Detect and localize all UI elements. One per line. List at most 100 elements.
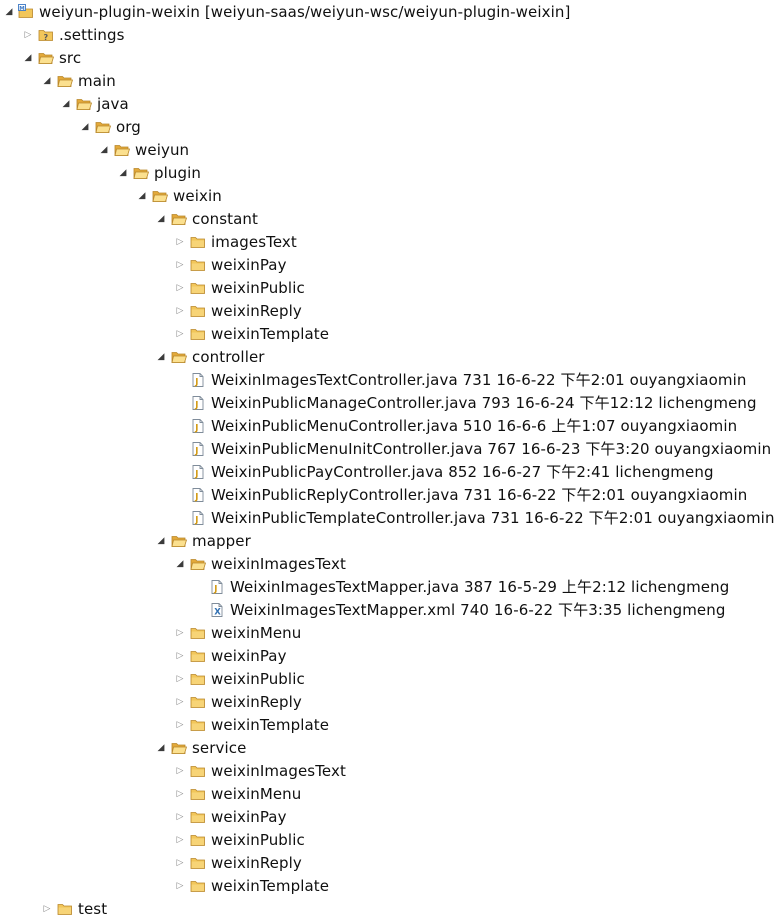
expand-arrow-icon[interactable]: ▷ — [176, 835, 184, 845]
expand-arrow-icon[interactable]: ▷ — [176, 697, 184, 707]
tree-label: weixinPay — [211, 256, 287, 274]
collapse-arrow-icon[interactable]: ◢ — [157, 743, 165, 753]
tree-label: weixinPublic — [211, 831, 305, 849]
tree-label: WeixinPublicManageController.java 793 16… — [211, 394, 757, 412]
expand-arrow-icon[interactable]: ▷ — [176, 766, 184, 776]
expand-arrow-icon[interactable]: ▷ — [176, 651, 184, 661]
tree-label: weixinReply — [211, 302, 302, 320]
open-folder-icon — [38, 50, 55, 66]
tree-label: weixinPublic — [211, 670, 305, 688]
expand-arrow-icon[interactable]: ▷ — [43, 904, 51, 914]
tree-label: WeixinPublicReplyController.java 731 16-… — [211, 486, 748, 504]
open-folder-icon — [114, 142, 131, 158]
tree-label: WeixinPublicMenuController.java 510 16-6… — [211, 417, 738, 435]
collapse-arrow-icon[interactable]: ◢ — [119, 168, 127, 178]
folder-icon — [190, 326, 206, 342]
expand-arrow-icon[interactable]: ▷ — [176, 283, 184, 293]
open-folder-icon — [171, 740, 188, 756]
tree-label: test — [78, 900, 108, 918]
svg-text:J: J — [194, 401, 198, 411]
open-folder-icon — [171, 211, 188, 227]
svg-text:J: J — [194, 378, 198, 388]
expand-arrow-icon[interactable]: ▷ — [176, 789, 184, 799]
collapse-arrow-icon[interactable]: ◢ — [157, 214, 165, 224]
open-folder-icon — [76, 96, 93, 112]
folder-icon — [190, 234, 206, 250]
tree-label: controller — [192, 348, 265, 366]
svg-text:J: J — [194, 493, 198, 503]
open-folder-icon — [152, 188, 169, 204]
folder-icon — [190, 694, 206, 710]
svg-text:J: J — [213, 585, 217, 595]
folder-icon — [190, 303, 206, 319]
collapse-arrow-icon[interactable]: ◢ — [43, 76, 51, 86]
folder-icon — [190, 832, 206, 848]
collapse-arrow-icon[interactable]: ◢ — [81, 122, 89, 132]
xml-file-icon: X — [209, 602, 225, 618]
collapse-arrow-icon[interactable]: ◢ — [138, 191, 146, 201]
tree-label: weixinPublic — [211, 279, 305, 297]
folder-icon — [190, 809, 206, 825]
open-folder-icon — [190, 556, 207, 572]
svg-text:M: M — [19, 6, 24, 12]
expand-arrow-icon[interactable]: ▷ — [176, 628, 184, 638]
svg-text:J: J — [194, 470, 198, 480]
tree-label: WeixinPublicPayController.java 852 16-6-… — [211, 463, 714, 481]
tree-label: weixin — [173, 187, 222, 205]
tree-label: java — [97, 95, 129, 113]
open-folder-icon — [133, 165, 150, 181]
maven-project-icon: M — [18, 4, 34, 20]
collapse-arrow-icon[interactable]: ◢ — [100, 145, 108, 155]
tree-label: org — [116, 118, 141, 136]
tree-label: weiyun — [135, 141, 190, 159]
tree-label: weixinPay — [211, 647, 287, 665]
folder-icon — [190, 786, 206, 802]
expand-arrow-icon[interactable]: ▷ — [176, 237, 184, 247]
expand-arrow-icon[interactable]: ▷ — [176, 858, 184, 868]
expand-arrow-icon[interactable]: ▷ — [176, 674, 184, 684]
svg-text:X: X — [214, 608, 221, 618]
tree-label: weixinImagesText — [211, 555, 346, 573]
tree-label: weixinReply — [211, 854, 302, 872]
tree-label: weixinMenu — [211, 624, 302, 642]
expand-arrow-icon[interactable]: ▷ — [176, 881, 184, 891]
tree-label: weixinTemplate — [211, 716, 330, 734]
expand-arrow-icon[interactable]: ▷ — [176, 260, 184, 270]
folder-icon — [190, 257, 206, 273]
tree-label: src — [59, 49, 82, 67]
tree-label: weixinImagesText — [211, 762, 346, 780]
collapse-arrow-icon[interactable]: ◢ — [62, 99, 70, 109]
folder-icon — [190, 855, 206, 871]
expand-arrow-icon[interactable]: ▷ — [176, 329, 184, 339]
tree-label: plugin — [154, 164, 201, 182]
tree-label: .settings — [59, 26, 125, 44]
open-folder-icon — [57, 73, 74, 89]
folder-icon — [190, 280, 206, 296]
tree-label: constant — [192, 210, 259, 228]
folder-icon — [190, 648, 206, 664]
svg-text:J: J — [194, 424, 198, 434]
svg-text:J: J — [194, 516, 198, 526]
folder-icon — [190, 625, 206, 641]
folder-icon — [190, 671, 206, 687]
tree-label: WeixinImagesTextMapper.xml 740 16-6-22 下… — [230, 601, 726, 619]
tree-label: WeixinImagesTextMapper.java 387 16-5-29 … — [230, 578, 730, 596]
java-file-icon: J — [190, 487, 206, 503]
tree-label: mapper — [192, 532, 251, 550]
expand-arrow-icon[interactable]: ▷ — [176, 720, 184, 730]
java-file-icon: J — [209, 579, 225, 595]
expand-arrow-icon[interactable]: ▷ — [176, 812, 184, 822]
tree-label: weixinReply — [211, 693, 302, 711]
collapse-arrow-icon[interactable]: ◢ — [5, 7, 13, 17]
tree-label: weixinTemplate — [211, 325, 330, 343]
collapse-arrow-icon[interactable]: ◢ — [157, 352, 165, 362]
collapse-arrow-icon[interactable]: ◢ — [176, 559, 184, 569]
tree-label: WeixinPublicTemplateController.java 731 … — [211, 509, 775, 527]
collapse-arrow-icon[interactable]: ◢ — [157, 536, 165, 546]
svg-text:J: J — [194, 447, 198, 457]
tree-label: WeixinImagesTextController.java 731 16-6… — [211, 371, 747, 389]
collapse-arrow-icon[interactable]: ◢ — [24, 53, 32, 63]
expand-arrow-icon[interactable]: ▷ — [24, 30, 32, 40]
expand-arrow-icon[interactable]: ▷ — [176, 306, 184, 316]
